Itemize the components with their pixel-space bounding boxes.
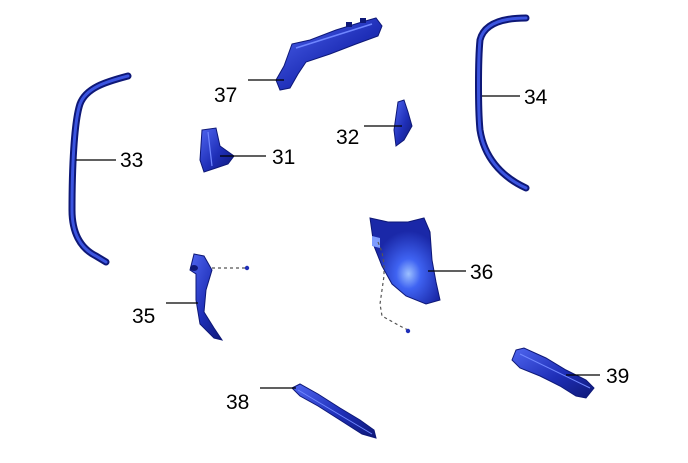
part-37-trim [275,17,383,91]
part-34-weatherstrip [475,14,530,192]
part-36-pillar-trim [369,217,441,334]
callout-39: 39 [606,365,630,388]
part-39-trim [511,347,595,399]
part-33-weatherstrip [68,72,132,266]
callout-35: 35 [132,305,156,328]
callout-33: 33 [120,149,144,172]
callout-34: 34 [524,86,548,109]
leader-lines [76,79,600,389]
callout-32: 32 [336,126,360,149]
part-32-trim [393,99,413,147]
part-31-trim [199,127,235,173]
callout-36: 36 [470,261,494,284]
part-38-trim [291,383,377,439]
callout-31: 31 [272,146,296,169]
callout-37: 37 [214,84,238,107]
callout-38: 38 [226,391,250,414]
part-35-pillar-trim [189,253,250,341]
